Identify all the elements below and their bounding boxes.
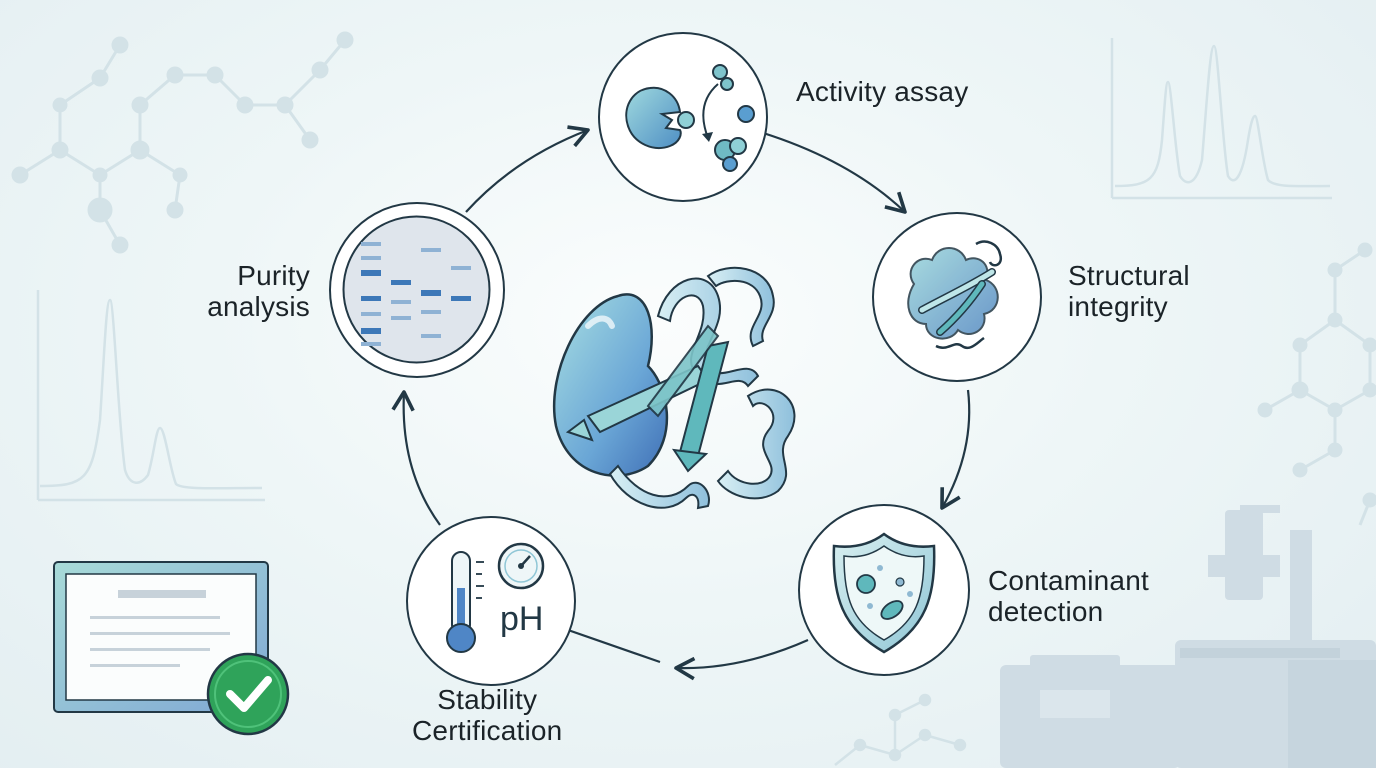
purity-analysis-label-line-2: analysis [207,291,310,322]
stability-certification-label-line-2: Certification [412,715,563,746]
arrow-purity-to-activity [465,125,590,213]
molecule-bottom-icon [834,693,967,766]
stability-certification-label-line-1: Stability [437,684,538,715]
protein-fold-icon [907,240,1003,350]
gel-electrophoresis-icon [342,215,491,364]
contaminant-detection-label-line-2: detection [988,596,1104,627]
contaminant-detection-node [798,504,970,676]
chromatogram-right-icon [1110,38,1332,200]
hexagon-network-right-icon [1257,242,1376,526]
activity-assay-label: Activity assay [796,76,968,107]
enzyme-substrate-icon [625,64,755,172]
arrow-stability-to-stabilitylabel [567,628,661,664]
molecule-network-icon [11,31,354,254]
structural-integrity-label-line-2: integrity [1068,291,1168,322]
purity-analysis-label: Purity analysis [200,260,310,322]
contaminant-detection-label: Contaminant detection [988,565,1149,627]
stability-certification-node: pH [406,516,576,686]
arrow-activity-to-structural [759,130,907,214]
structural-integrity-node [872,212,1042,382]
structural-integrity-label: Structural integrity [1068,260,1190,322]
contaminant-detection-label-line-1: Contaminant [988,565,1149,596]
stability-certification-label: Stability Certification [412,684,562,746]
ph-text: pH [500,600,544,638]
lab-instrument-icon [1000,505,1376,768]
arrow-structural-to-contaminant [940,389,971,510]
chromatogram-left-icon [36,290,265,502]
activity-assay-label-line-1: Activity assay [796,76,969,107]
purity-analysis-label-line-1: Purity [237,260,310,291]
thermometer-gauge-icon [446,542,545,653]
structural-integrity-label-line-1: Structural [1068,260,1190,291]
check-badge [206,652,290,736]
shield-microbe-icon [832,532,936,654]
arrow-stability-to-purity [391,390,441,526]
purity-analysis-node [329,202,505,378]
activity-assay-node [598,32,768,202]
arrow-contaminant-to-stability [674,638,809,681]
certificate-check-icon [53,561,290,736]
protein-ribbon-icon [552,266,796,510]
gel-bands [361,242,471,346]
